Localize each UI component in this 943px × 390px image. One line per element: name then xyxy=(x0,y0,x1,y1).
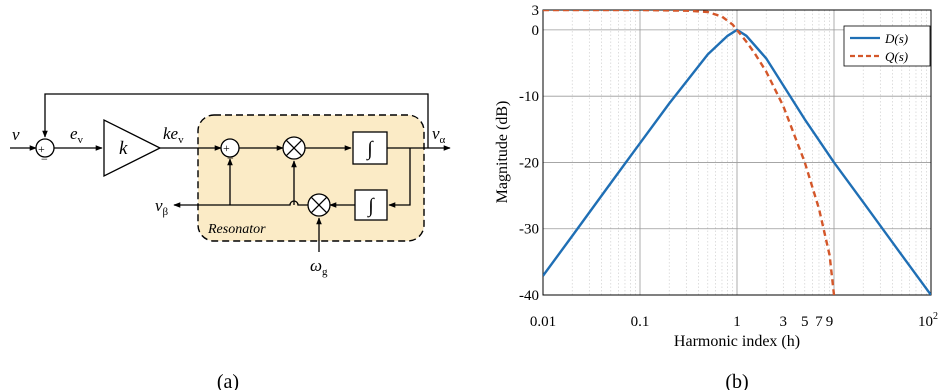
y-tick-labels: 3 0 -10 -20 -30 -40 xyxy=(519,3,539,304)
panel-a-labels: v + − ev k kev + − ∫ ∫ vα vβ Resonator ω… xyxy=(12,124,446,390)
x-tick-label-100: 102 xyxy=(918,311,938,330)
gain-block xyxy=(103,118,162,178)
y-tick-label: -20 xyxy=(519,155,539,171)
beta-output-label: vβ xyxy=(155,196,169,218)
sum1-plus: + xyxy=(38,142,45,156)
integrator-top xyxy=(352,131,388,165)
x-tick-label: 5 xyxy=(801,314,809,330)
legend-label-q: Q(s) xyxy=(885,49,908,64)
sum1-minus: − xyxy=(41,152,48,166)
sum2-minus: − xyxy=(227,151,234,165)
outer-feedback-path xyxy=(42,93,429,148)
inner-feedback-path xyxy=(388,148,411,208)
gain-label: k xyxy=(119,138,128,159)
y-tick-label: -30 xyxy=(519,222,539,238)
series-line-d xyxy=(543,28,931,295)
legend: D(s) Q(s) xyxy=(843,25,931,67)
sum2-plus: + xyxy=(223,141,230,155)
series-line-q xyxy=(543,10,836,295)
panel-b-caption: (b) xyxy=(725,371,748,390)
x-tick-label: 0.1 xyxy=(631,314,650,330)
y-tick-label: 0 xyxy=(532,23,540,39)
integrator-bottom-symbol: ∫ xyxy=(366,195,375,218)
resonator-label: Resonator xyxy=(207,222,266,237)
y-tick-label: -10 xyxy=(519,89,539,105)
integrator-bottom xyxy=(354,189,388,221)
alpha-output-label: vα xyxy=(432,124,446,146)
legend-label-d: D(s) xyxy=(884,31,908,46)
omega-label: ωg xyxy=(310,256,328,278)
panel-a-block-diagram xyxy=(10,93,451,252)
y-tick-label: 3 xyxy=(532,3,540,19)
panel-a-caption: (a) xyxy=(217,371,239,390)
gain-output-label: kev xyxy=(163,124,184,146)
integrator-top-symbol: ∫ xyxy=(365,138,374,161)
plot-frame xyxy=(542,9,932,296)
x-tick-label: 3 xyxy=(780,314,788,330)
y-tick-label: -40 xyxy=(519,288,539,304)
x-tick-label: 9 xyxy=(826,314,834,330)
series-layer xyxy=(543,10,931,295)
y-axis-label: Magnitude (dB) xyxy=(494,101,511,204)
input-label: v xyxy=(12,125,20,144)
x-axis-label: Harmonic index (h) xyxy=(674,333,800,350)
legend-box xyxy=(843,25,931,67)
x-tick-label: 7 xyxy=(815,314,823,330)
error-label: ev xyxy=(70,124,84,146)
x-tick-label: 1 xyxy=(733,314,741,330)
x-tick-label: 0.01 xyxy=(530,314,556,330)
